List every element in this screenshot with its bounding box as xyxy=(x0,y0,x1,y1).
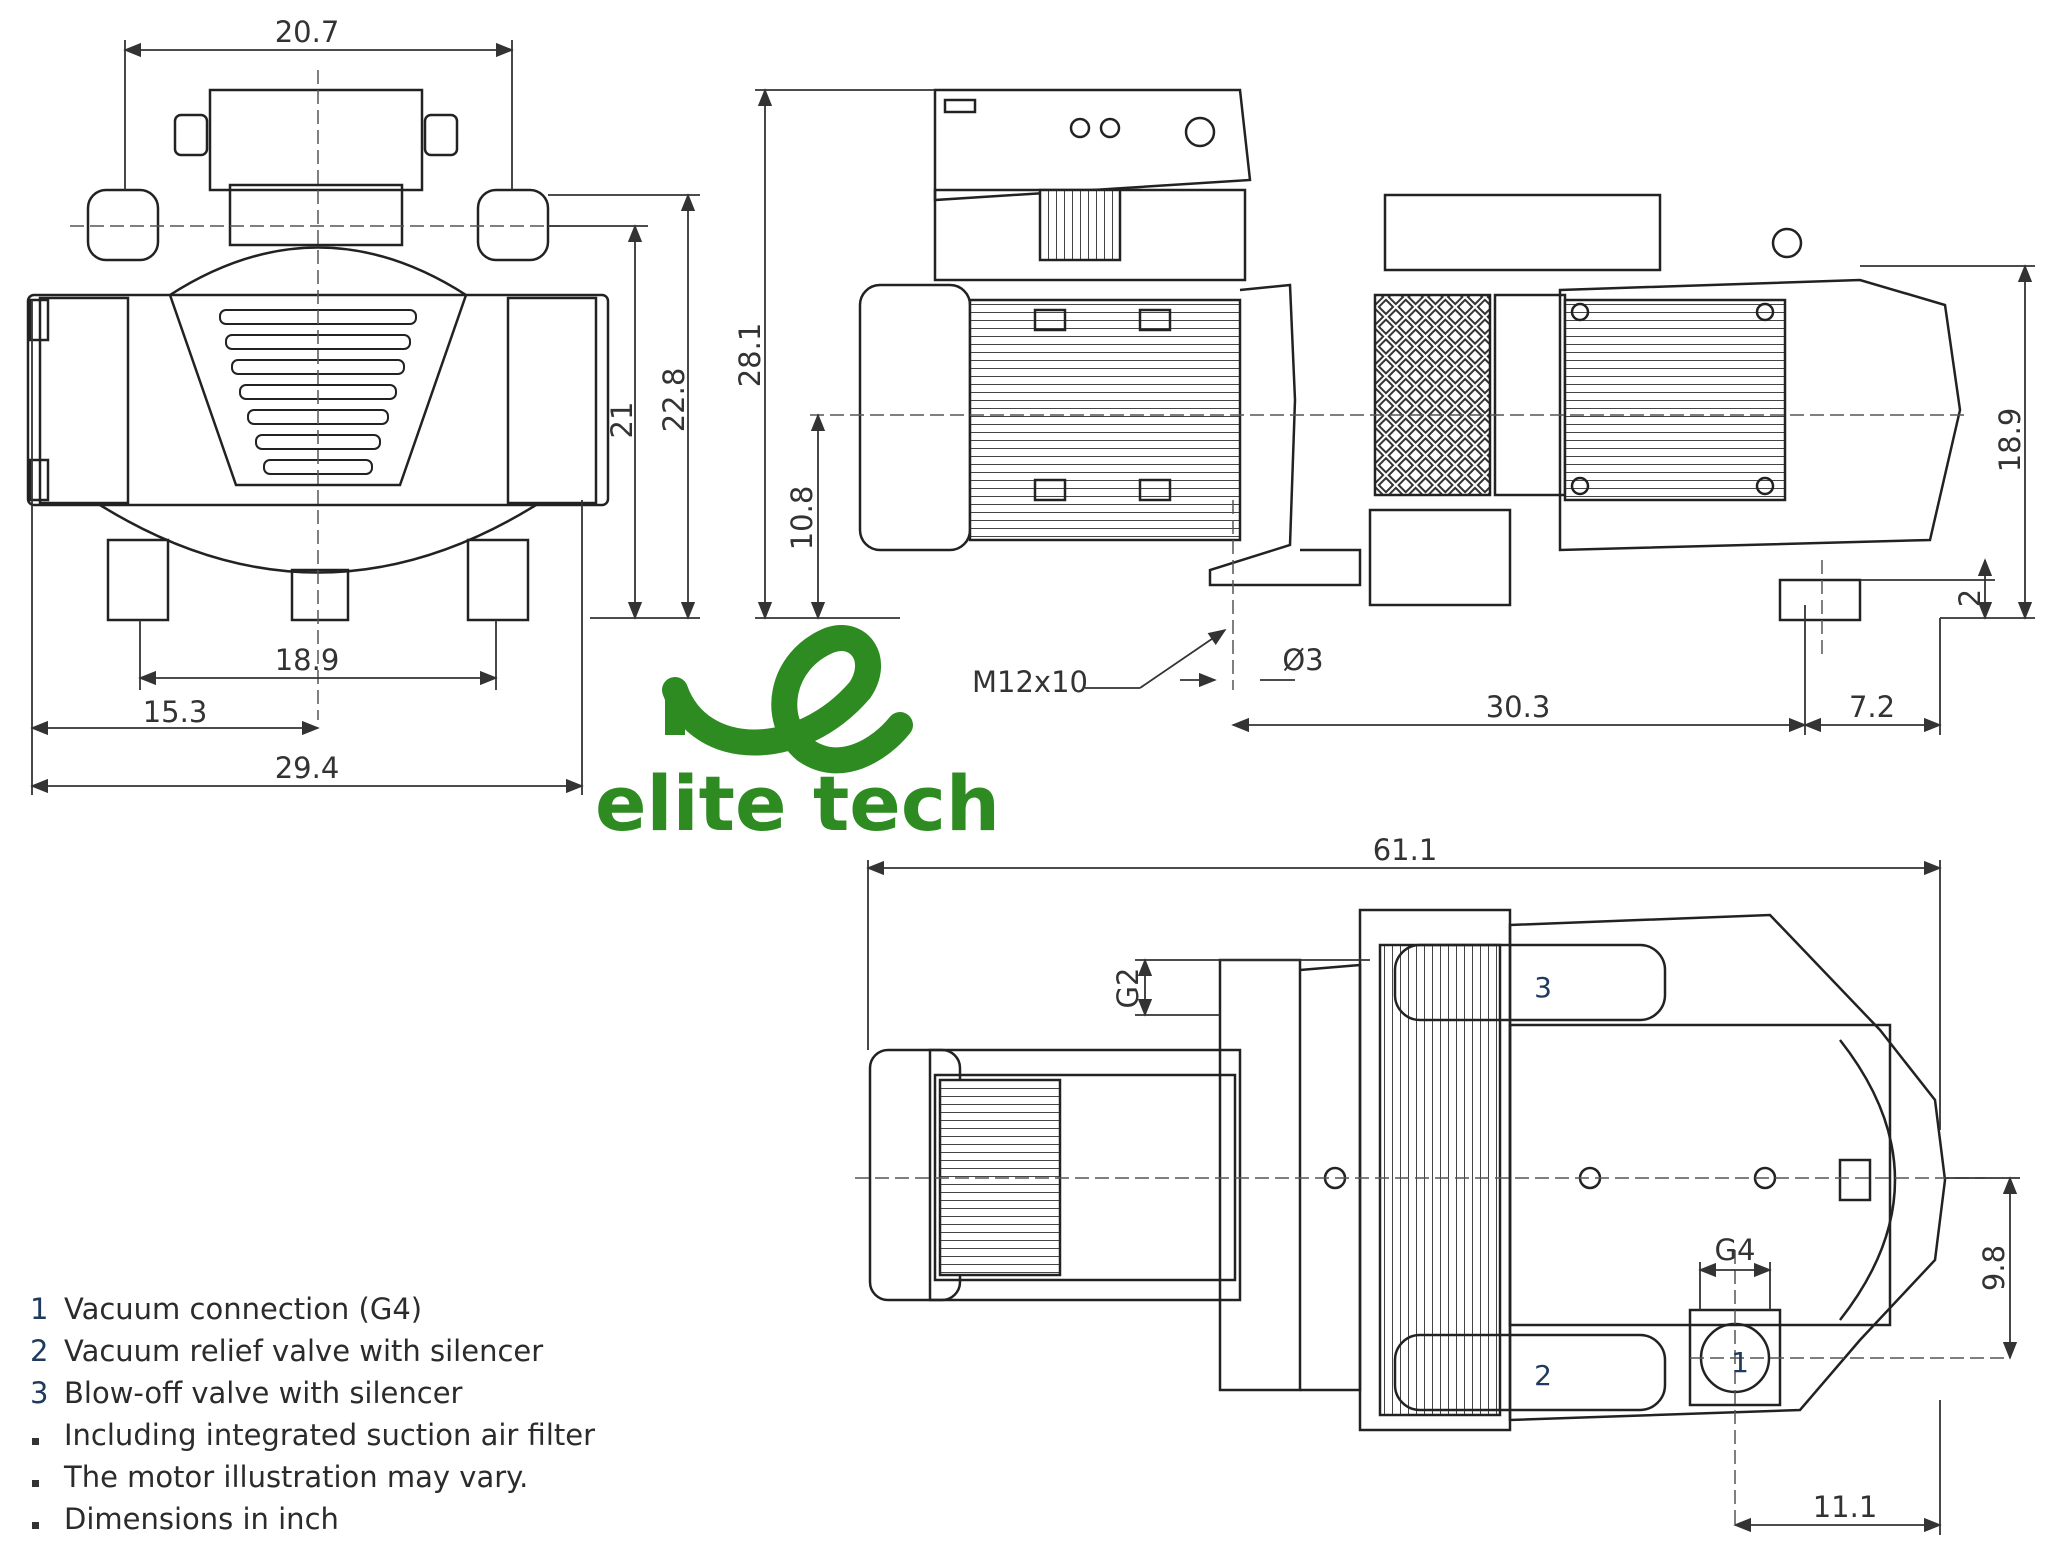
legend-text: Vacuum connection (G4) xyxy=(64,1292,423,1326)
dim-front-half-width: 15.3 xyxy=(143,695,208,729)
dim-front-foot-spacing: 18.9 xyxy=(275,643,340,677)
dim-side-axis-height: 10.8 xyxy=(785,486,819,551)
dim-front-overall-width: 29.4 xyxy=(275,751,340,785)
legend-text: Dimensions in inch xyxy=(64,1502,339,1536)
bullet-icon xyxy=(30,1460,64,1494)
dim-top-g4: G4 xyxy=(1715,1233,1756,1267)
legend-key: 2 xyxy=(30,1334,49,1368)
legend-item: 1 Vacuum connection (G4) xyxy=(30,1288,730,1330)
legend-item: 3 Blow-off valve with silencer xyxy=(30,1372,730,1414)
legend-item: Including integrated suction air filter xyxy=(30,1414,730,1456)
callout-3: 3 xyxy=(1534,971,1552,1004)
elite-tech-logo: elite tech xyxy=(595,625,1000,848)
dim-front-height-21: 21 xyxy=(605,402,639,439)
front-dim-lines xyxy=(30,40,700,795)
side-centerlines xyxy=(810,414,1965,690)
callout-1: 1 xyxy=(1731,1346,1749,1379)
dim-top-overall-length: 61.1 xyxy=(1373,833,1438,867)
legend-key: 3 xyxy=(30,1376,49,1410)
legend-item: Dimensions in inch xyxy=(30,1498,730,1540)
logo-text: elite tech xyxy=(595,759,1000,848)
legend-item: The motor illustration may vary. xyxy=(30,1456,730,1498)
legend-key: 1 xyxy=(30,1292,49,1326)
legend-text: Vacuum relief valve with silencer xyxy=(64,1334,544,1368)
dim-side-foot-offset: 7.2 xyxy=(1849,690,1895,724)
side-view xyxy=(858,88,1962,622)
dim-top-offset-9-8: 9.8 xyxy=(1977,1245,2011,1291)
top-view xyxy=(868,908,1947,1432)
bullet-icon xyxy=(30,1502,64,1536)
legend-text: The motor illustration may vary. xyxy=(64,1460,529,1494)
top-dim-lines xyxy=(866,860,2020,1535)
front-centerlines xyxy=(70,70,560,720)
dim-top-g2: G2 xyxy=(1111,968,1145,1009)
dim-side-foot-height: 2 xyxy=(1953,589,1987,607)
dim-front-height-22-8: 22.8 xyxy=(657,368,691,433)
dim-side-overall-height: 28.1 xyxy=(733,323,767,388)
side-dim-lines xyxy=(755,88,2035,735)
top-centerlines xyxy=(855,1177,2010,1525)
callout-2: 2 xyxy=(1534,1359,1552,1392)
legend-text: Including integrated suction air filter xyxy=(64,1418,596,1452)
legend-item: 2 Vacuum relief valve with silencer xyxy=(30,1330,730,1372)
bullet-icon xyxy=(30,1418,64,1452)
dim-front-width-top: 20.7 xyxy=(275,15,340,49)
dim-side-hole-dia: Ø3 xyxy=(1282,643,1323,677)
legend: 1 Vacuum connection (G4) 2 Vacuum relief… xyxy=(30,1288,730,1540)
dim-side-foot-distance: 30.3 xyxy=(1486,690,1551,724)
dim-side-right-height: 18.9 xyxy=(1993,408,2027,473)
dim-side-thread: M12x10 xyxy=(972,665,1088,699)
legend-text: Blow-off valve with silencer xyxy=(64,1376,463,1410)
dim-top-offset-11-1: 11.1 xyxy=(1813,1490,1878,1524)
